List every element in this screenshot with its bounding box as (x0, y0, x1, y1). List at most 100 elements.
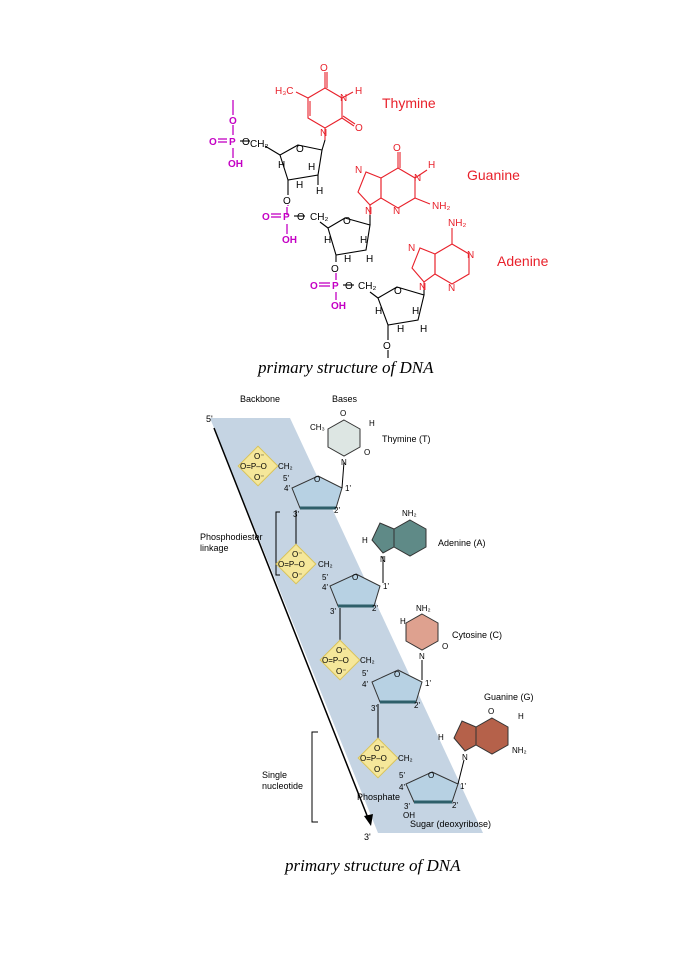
sugar-o: O (352, 573, 358, 582)
sugar3-ch2: CH₂ (358, 281, 376, 292)
phosphate-diamond (357, 737, 399, 779)
thymine-h: H (369, 419, 375, 428)
p2-p: P (283, 212, 290, 223)
sugar1-ring-o: O (296, 144, 304, 155)
adenine-pentagon (371, 522, 395, 554)
adenine-base: NH₂ H N Adenine (A) (362, 509, 486, 583)
ch2: CH₂ (398, 754, 413, 763)
label-cytosine-c: Cytosine (C) (452, 630, 502, 640)
caption-top: primary structure of DNA (257, 358, 434, 377)
guanine-o: O (393, 143, 401, 154)
phosphodiester-bracket (275, 511, 280, 576)
end-3prime: 3' (364, 832, 371, 842)
guanine-n: N (462, 753, 468, 762)
guanine-h1: H (428, 160, 435, 171)
thymine-o2: O (355, 123, 363, 134)
sugar1-h: H (296, 180, 303, 191)
phosphate-2: P O OH O CH₂ (262, 205, 328, 246)
phos-opo: O=P–O (278, 560, 305, 569)
c2: 2' (334, 506, 340, 515)
p3-p: P (332, 281, 339, 292)
c5: 5' (362, 669, 368, 678)
thymine-n: N (341, 458, 347, 467)
c2: 2' (452, 801, 458, 810)
adenine-hexagon (393, 519, 427, 557)
oh: OH (403, 811, 415, 820)
sugar1-o3: O (283, 196, 291, 207)
guanine-n1: N (414, 173, 421, 184)
c4: 4' (399, 783, 405, 792)
label-sugar: Sugar (deoxyribose) (410, 819, 491, 829)
guanine-n7: N (355, 165, 362, 176)
c4: 4' (322, 583, 328, 592)
sugar2-h: H (324, 235, 331, 246)
sugar3-ring-o: O (394, 286, 402, 297)
thymine-o: O (340, 409, 346, 418)
bottom-diagram: Backbone Bases 5' 3' Phosphodiester link… (200, 394, 534, 875)
phosphate-diamond (319, 639, 361, 681)
c3: 3' (404, 802, 410, 811)
p1-o-left: O (209, 137, 217, 148)
phos-opo: O=P–O (360, 754, 387, 763)
thymine-methyl: H₃C (275, 86, 294, 97)
ch2: CH₂ (278, 462, 293, 471)
phos-o-minus: O⁻ (374, 765, 384, 774)
label-single-1: Single (262, 770, 287, 780)
adenine-nh2: NH₂ (402, 509, 417, 518)
phos-o-minus: O⁻ (292, 550, 302, 559)
label-phosphodiester-1: Phosphodiester (200, 532, 263, 542)
c1: 1' (383, 582, 389, 591)
p3-o-right: O (345, 281, 353, 292)
label-guanine-g: Guanine (G) (484, 692, 534, 702)
sugar2-h: H (360, 235, 367, 246)
phos-o-minus: O⁻ (336, 667, 346, 676)
sugar3-h: H (375, 306, 382, 317)
sugar1-h: H (278, 160, 285, 171)
end-5prime: 5' (206, 414, 213, 424)
c5: 5' (399, 771, 405, 780)
phos-o-minus: O⁻ (336, 646, 346, 655)
top-structure: O N H O N H₃C Thymine O CH₂ H H H H O (209, 63, 549, 377)
c4: 4' (284, 484, 290, 493)
adenine-h: H (362, 536, 368, 545)
nucleotide-4: O⁻ O=P–O O⁻ CH₂ O 5' 4' 1' 3' 2' OH Phos… (357, 737, 491, 829)
guanine-o: O (488, 707, 494, 716)
guanine-nh2: NH₂ (432, 201, 450, 212)
adenine-n3: N (448, 283, 455, 294)
phos-opo: O=P–O (322, 656, 349, 665)
cytosine-o: O (442, 642, 448, 651)
cytosine-h: H (400, 617, 406, 626)
guanine-pentagon (453, 720, 477, 752)
p1-o-right: O (242, 137, 250, 148)
sugar-2: O H H H H O (319, 215, 373, 275)
label-guanine: Guanine (467, 167, 520, 183)
caption-bottom: primary structure of DNA (284, 856, 461, 875)
nucleotide-3: O⁻ O=P–O O⁻ CH₂ O 5' 4' 1' 3' 2' (319, 639, 431, 746)
guanine-h-left: H (438, 733, 444, 742)
thymine-ring: O N H O N H₃C (275, 63, 363, 140)
sugar-o: O (314, 475, 320, 484)
label-adenine-a: Adenine (A) (438, 538, 486, 548)
label-adenine: Adenine (497, 253, 549, 269)
label-thymine-t: Thymine (T) (382, 434, 431, 444)
nucleotide-bracket (311, 731, 318, 823)
adenine-nh2: NH₂ (448, 218, 466, 229)
sugar-1: O CH₂ H H H H O (250, 139, 326, 207)
guanine-h: H (518, 712, 524, 721)
thymine-n3: N (340, 93, 347, 104)
guanine-n9: N (365, 206, 372, 217)
phos-o-minus: O⁻ (254, 452, 264, 461)
thymine-n1: N (320, 128, 327, 139)
cytosine-n: N (419, 652, 425, 661)
phos-o-minus: O⁻ (254, 473, 264, 482)
phos-opo: O=P–O (240, 462, 267, 471)
guanine-hexagon (475, 717, 509, 755)
thymine-hexagon (327, 419, 361, 457)
adenine-n7: N (408, 243, 415, 254)
c5: 5' (322, 573, 328, 582)
guanine-base: O H NH₂ H N Guanine (G) (438, 692, 534, 785)
p2-oh: OH (282, 235, 297, 246)
sugar2-ring-o: O (343, 216, 351, 227)
c1: 1' (425, 679, 431, 688)
